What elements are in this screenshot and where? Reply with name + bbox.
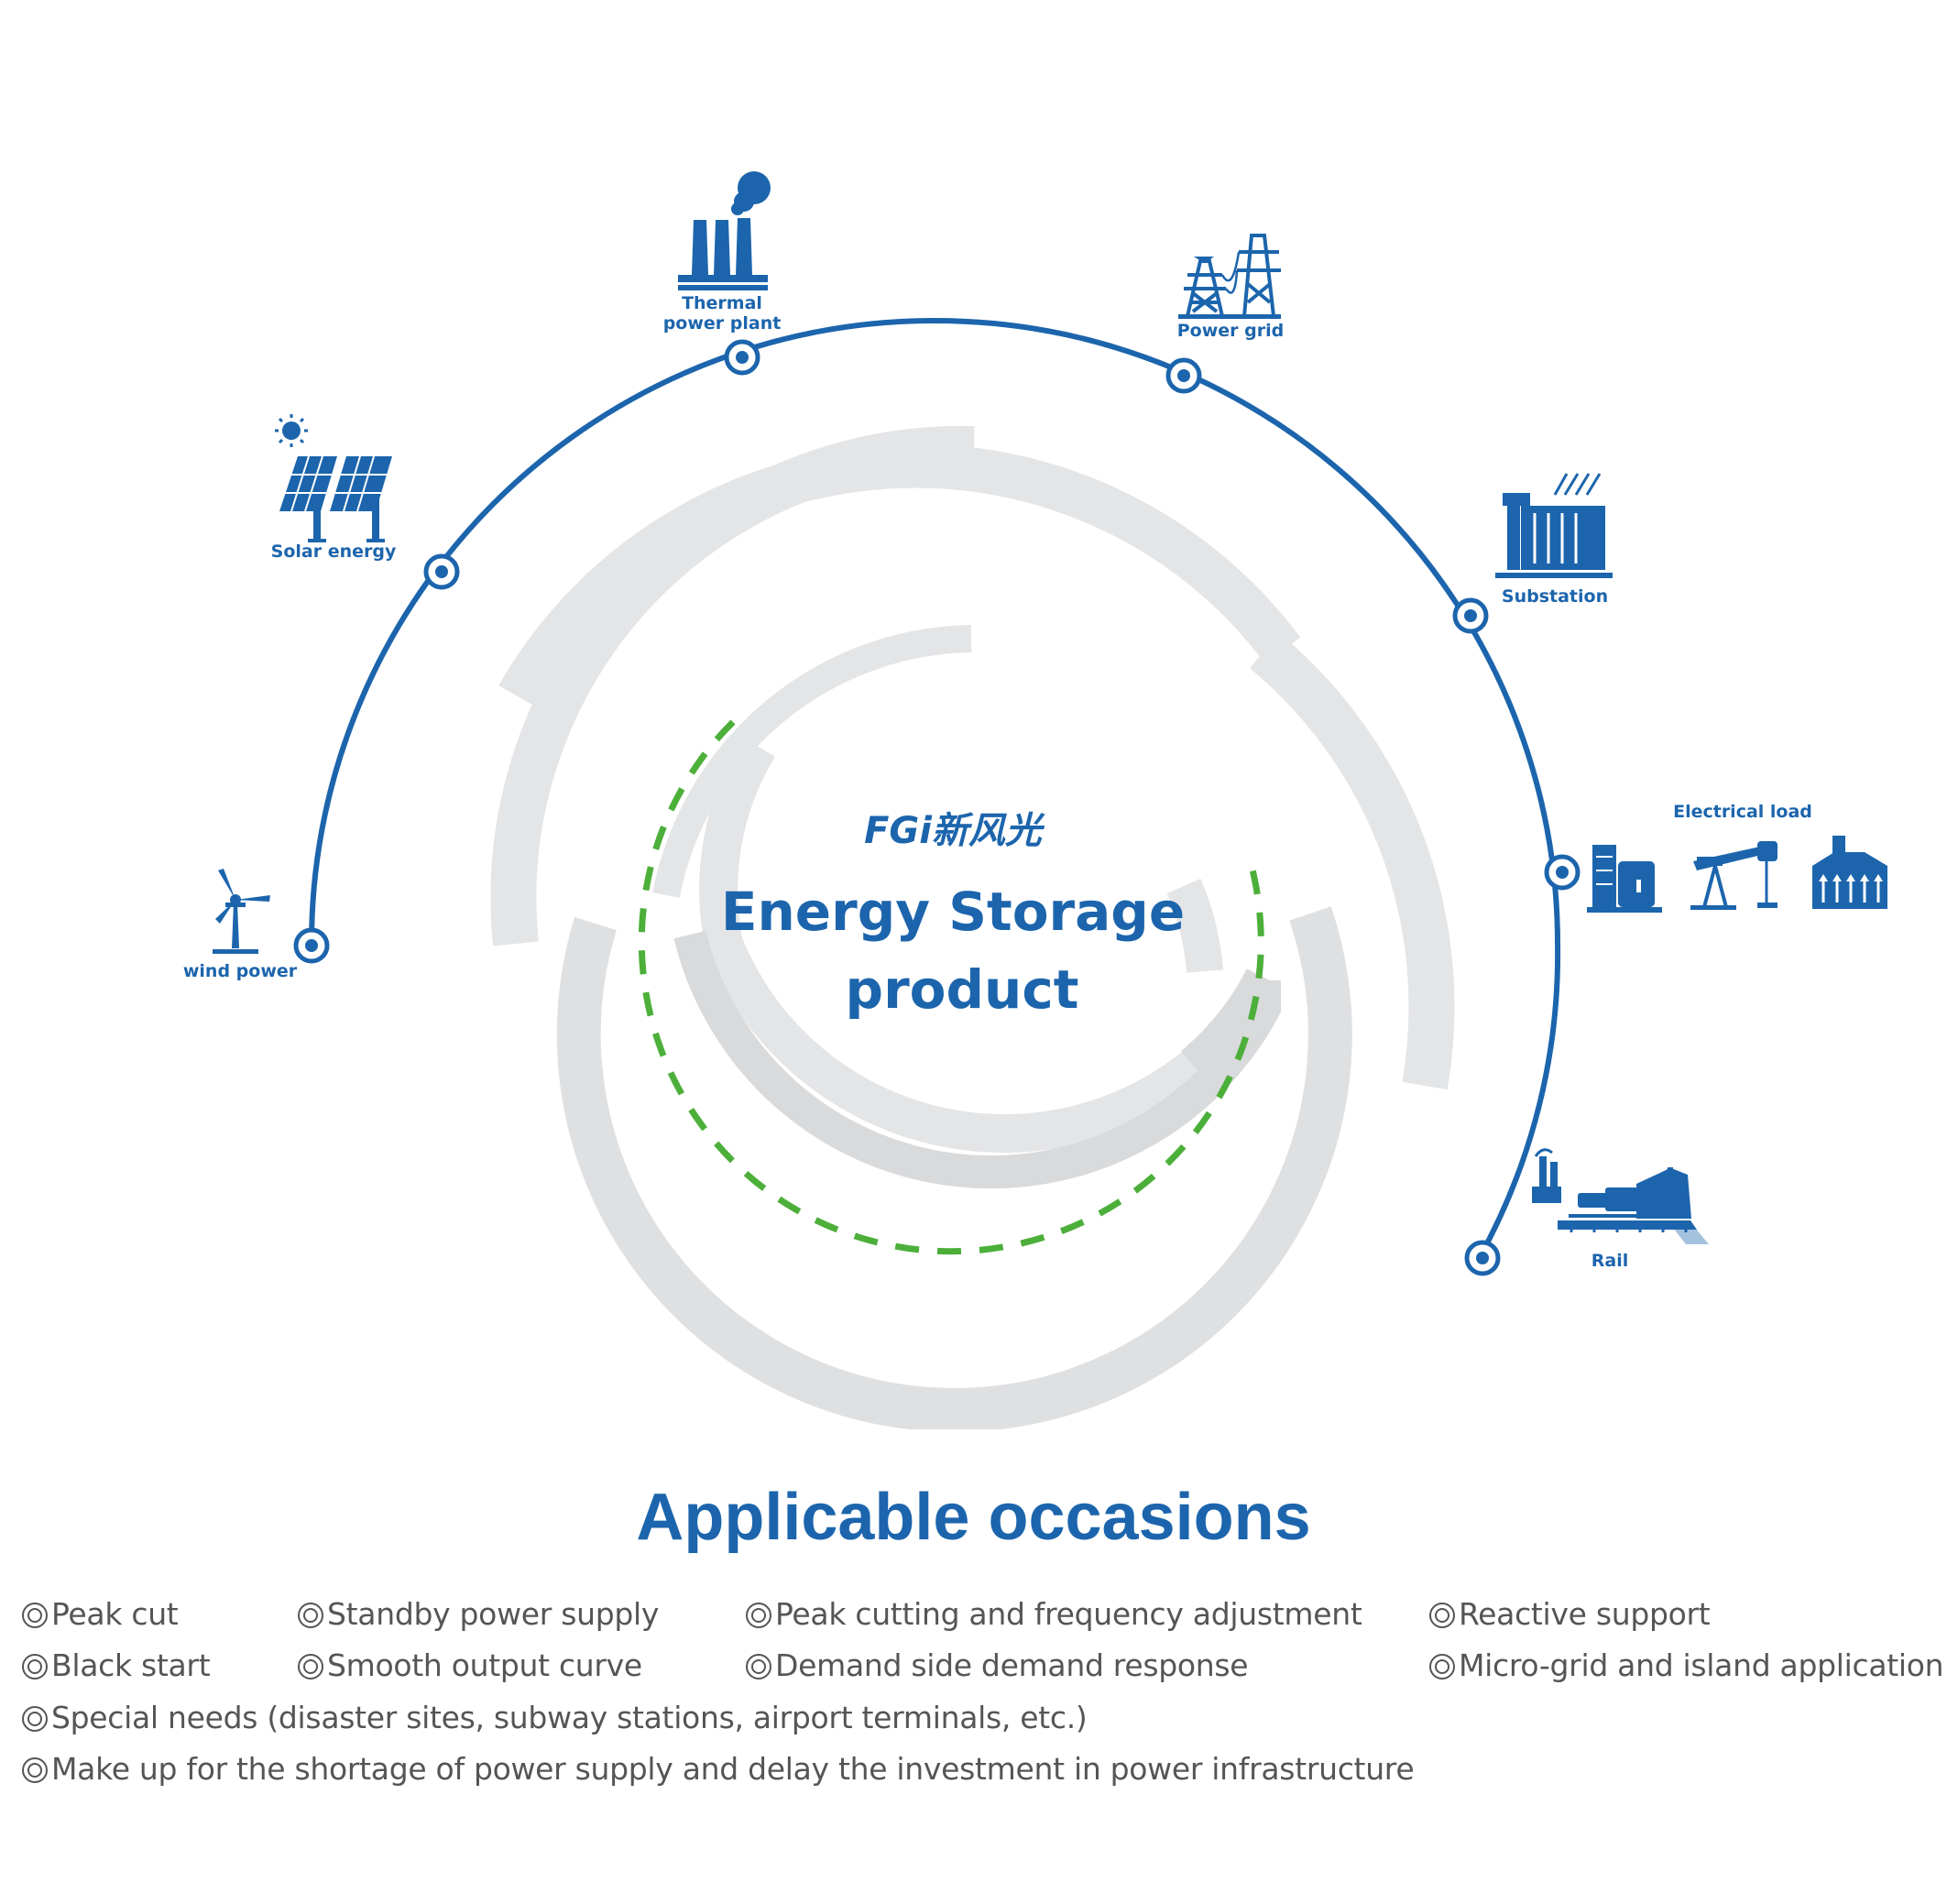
double-circle-bullet-icon: [1429, 1603, 1455, 1628]
occasion-item: Demand side demand response: [746, 1647, 1249, 1683]
solar-panel-icon: [275, 414, 392, 542]
train-icon: [1532, 1148, 1709, 1244]
node-marker-rail[interactable]: [1464, 1240, 1501, 1276]
occasion-item: Micro-grid and island application: [1429, 1647, 1944, 1683]
occasion-label: Demand side demand response: [775, 1647, 1249, 1683]
node-label-rail: Rail: [1592, 1251, 1628, 1271]
factory-chimney-icon: [678, 171, 771, 290]
node-marker-load[interactable]: [1544, 854, 1581, 891]
occasion-item: Peak cut: [22, 1596, 179, 1632]
occasion-label: Smooth output curve: [327, 1647, 642, 1683]
occasion-item: Reactive support: [1429, 1596, 1711, 1632]
occasion-label: Standby power supply: [327, 1596, 660, 1632]
blue-connection-arc: [309, 318, 1561, 1259]
occasion-item: Black start: [22, 1647, 211, 1683]
occasion-label: Special needs (disaster sites, subway st…: [51, 1700, 1088, 1735]
double-circle-bullet-icon: [298, 1654, 323, 1680]
double-circle-bullet-icon: [298, 1603, 323, 1628]
double-circle-bullet-icon: [22, 1654, 48, 1680]
occasion-item: Special needs (disaster sites, subway st…: [22, 1700, 1088, 1735]
brand-logo: FGi新风光: [864, 810, 1045, 852]
node-label-wind: wind power: [183, 961, 298, 981]
node-marker-substation[interactable]: [1452, 597, 1489, 634]
occasion-item: Standby power supply: [298, 1596, 659, 1632]
occasion-label: Peak cut: [51, 1596, 179, 1632]
occasion-item: Make up for the shortage of power supply…: [22, 1751, 1415, 1787]
node-label-grid: Power grid: [1177, 321, 1285, 341]
green-dashed-arc: [638, 719, 1264, 1255]
node-marker-wind[interactable]: [293, 927, 330, 964]
occasion-item: Smooth output curve: [298, 1647, 642, 1683]
double-circle-bullet-icon: [1429, 1654, 1455, 1680]
center-title-line1: Energy Storage: [721, 881, 1185, 943]
double-circle-bullet-icon: [746, 1603, 771, 1628]
occasion-item: Peak cutting and frequency adjustment: [746, 1596, 1362, 1632]
double-circle-bullet-icon: [746, 1654, 771, 1680]
occasion-label: Reactive support: [1459, 1596, 1711, 1632]
center-title-line2: product: [846, 958, 1079, 1021]
applicable-occasions-title: Applicable occasions: [636, 1481, 1311, 1554]
transmission-tower-icon: [1178, 234, 1281, 319]
double-circle-bullet-icon: [22, 1757, 48, 1783]
occasion-label: Black start: [51, 1647, 211, 1683]
node-label-load: Electrical load: [1673, 802, 1812, 822]
occasion-label: Peak cutting and frequency adjustment: [775, 1596, 1362, 1632]
node-marker-thermal[interactable]: [724, 339, 760, 376]
node-marker-grid[interactable]: [1165, 357, 1202, 394]
arc-nodes: [293, 339, 1581, 1276]
industrial-load-icon: [1587, 836, 1887, 913]
occasion-label: Micro-grid and island application: [1459, 1647, 1944, 1683]
decorative-rings: [490, 425, 1455, 1429]
wind-turbine-icon: [213, 869, 270, 954]
energy-storage-diagram: wind power Solar energy Thermal power pl…: [183, 171, 1887, 1429]
double-circle-bullet-icon: [22, 1603, 48, 1628]
occasion-label: Make up for the shortage of power supply…: [51, 1751, 1415, 1787]
double-circle-bullet-icon: [22, 1706, 48, 1732]
node-label-solar: Solar energy: [271, 542, 397, 562]
transformer-icon: [1495, 473, 1613, 578]
node-marker-solar[interactable]: [423, 553, 460, 590]
node-label-substation: Substation: [1502, 586, 1608, 607]
node-label-thermal-1: Thermal: [682, 293, 762, 313]
node-label-thermal-2: power plant: [663, 313, 782, 334]
